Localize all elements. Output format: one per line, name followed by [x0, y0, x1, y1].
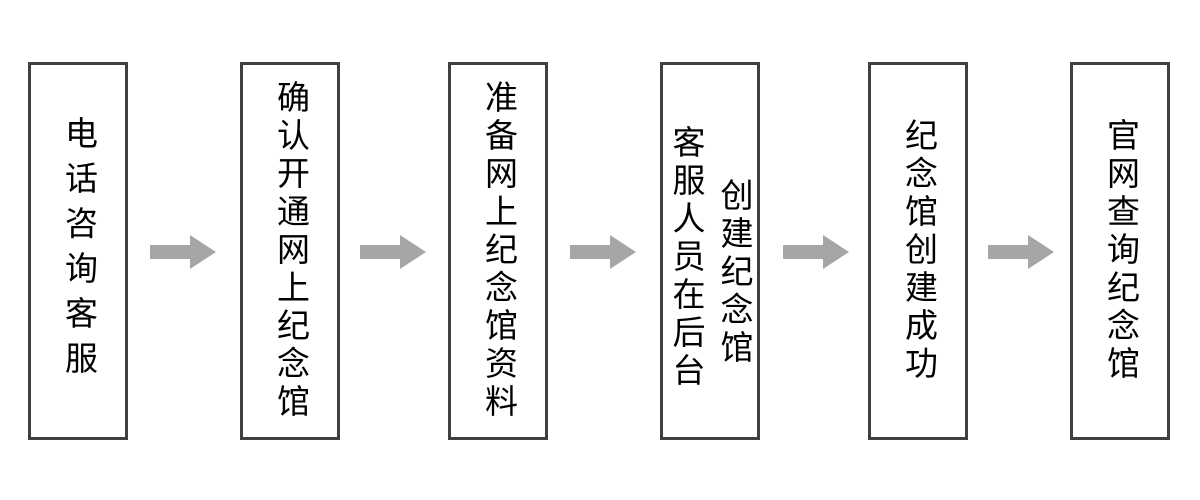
arrow-right-icon-5 — [988, 235, 1054, 269]
process-node-4-label-column-2: 创建纪念馆 — [716, 178, 753, 368]
process-node-2-label: 确认开通网上纪念馆 — [272, 80, 310, 422]
process-node-5-label: 纪念馆创建成功 — [900, 118, 938, 384]
process-node-4[interactable]: 客服人员在后台 创建纪念馆 — [660, 62, 760, 440]
arrow-right-icon-1 — [150, 235, 216, 269]
process-node-2[interactable]: 确认开通网上纪念馆 — [240, 62, 340, 440]
process-node-1[interactable]: 电话咨询客服 — [28, 62, 128, 440]
process-node-3[interactable]: 准备网上纪念馆资料 — [448, 62, 548, 440]
process-node-1-label: 电话咨询客服 — [60, 116, 98, 386]
process-node-6-label: 官网查询纪念馆 — [1102, 118, 1140, 384]
process-node-5[interactable]: 纪念馆创建成功 — [868, 62, 968, 440]
arrow-right-icon-3 — [570, 235, 636, 269]
process-node-4-label-column-1: 客服人员在后台 — [668, 125, 705, 391]
arrow-right-icon-4 — [783, 235, 849, 269]
arrow-right-icon-2 — [360, 235, 426, 269]
process-node-6[interactable]: 官网查询纪念馆 — [1070, 62, 1170, 440]
process-node-3-label: 准备网上纪念馆资料 — [480, 80, 518, 422]
